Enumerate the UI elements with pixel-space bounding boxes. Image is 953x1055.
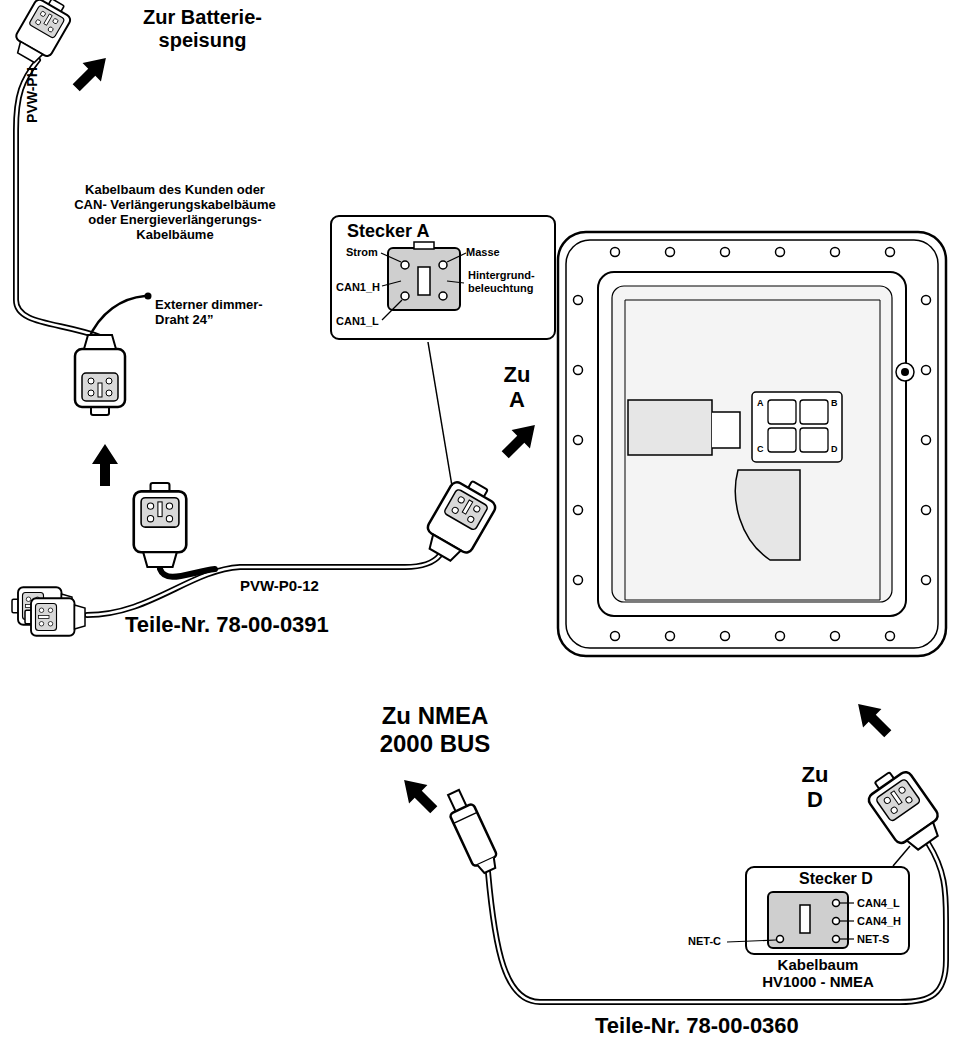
- connector-pinout-box: Stecker A Strom MasseCAN1_H Hintergrund- be…: [330, 215, 556, 340]
- part-number: Teile-Nr. 78-00-0360: [595, 1013, 799, 1038]
- pin-label: NET-C: [688, 935, 721, 948]
- connector-pinout-box: Stecker D CAN4_L CAN4_H NET-S: [745, 866, 910, 955]
- pin-label: CAN1_L: [336, 315, 379, 328]
- box-heading: Stecker A: [347, 221, 429, 242]
- socket-letter: C: [757, 444, 764, 454]
- pin-label: Masse: [466, 246, 500, 259]
- part-number: Teile-Nr. 78-00-0391: [125, 612, 329, 637]
- cable-note: Kabelbaum des Kunden oder CAN- Verlänger…: [70, 183, 280, 243]
- pin-label: CAN4_H: [857, 915, 901, 928]
- destination-note: Zu D: [795, 762, 835, 813]
- pin-label: NET-S: [857, 933, 889, 946]
- socket-letter: D: [831, 444, 838, 454]
- destination-note: Zu NMEA 2000 BUS: [365, 702, 505, 757]
- destination-note: Zu A: [497, 362, 537, 413]
- destination-note: Zur Batterie- speisung: [120, 6, 285, 52]
- pin-label: CAN4_L: [857, 897, 900, 910]
- socket-letter: B: [831, 398, 838, 408]
- cable-name: PVW-PH: [24, 67, 40, 123]
- cable-name: Kabelbaum HV1000 - NMEA: [752, 956, 884, 991]
- cable-name: PVW-P0-12: [240, 577, 319, 594]
- pin-label: CAN1_H: [336, 281, 380, 294]
- pin-label: Hintergrund- beleuchtung: [468, 269, 550, 294]
- box-heading: Stecker D: [799, 870, 873, 888]
- socket-letter: A: [757, 398, 764, 408]
- pin-label: Strom: [346, 246, 378, 259]
- wire-note: Externer dimmer- Draht 24”: [155, 298, 285, 328]
